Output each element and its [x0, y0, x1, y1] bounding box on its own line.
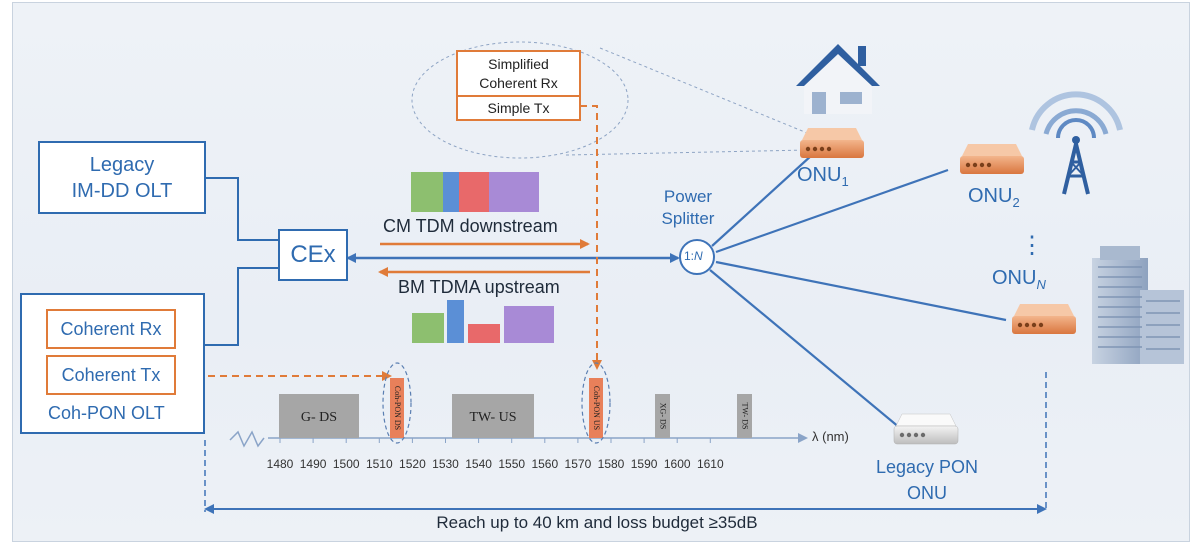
- office-building-icon: [1092, 246, 1184, 364]
- spectrum-band: [279, 394, 359, 438]
- simple-tx-wavelength-link: [580, 105, 602, 370]
- legacy-onu-line2: ONU: [907, 483, 947, 503]
- onun-device-icon: [1012, 304, 1076, 334]
- spectrum-tick-label: 1530: [432, 457, 459, 471]
- coherent-rx-label: Coherent Rx: [60, 318, 162, 339]
- spectrum-tick-label: 1520: [399, 457, 426, 471]
- spectrum-tick-label: 1480: [267, 457, 294, 471]
- callout-line-top: [599, 47, 813, 136]
- spectrum-tick-label: 1580: [598, 457, 625, 471]
- antenna-tower-icon: [1029, 91, 1123, 195]
- spectrum-tick-label: 1590: [631, 457, 658, 471]
- spectrum-tick-label: 1500: [333, 457, 360, 471]
- branch-onu2: [715, 168, 949, 254]
- simple-tx-box: Simple Tx: [456, 95, 581, 121]
- spectrum-band-label: TW- DS: [741, 403, 750, 430]
- coherent-rx-box: Coherent Rx: [46, 309, 176, 349]
- splitter-ratio-n: N: [694, 249, 703, 263]
- spectrum-axis-label: λ (nm): [812, 429, 849, 444]
- legacy-olt-line2: IM-DD OLT: [71, 179, 173, 202]
- onun-sub: N: [1036, 277, 1046, 292]
- onu1-label: ONU1: [797, 164, 849, 189]
- coherent-tx-box: Coherent Tx: [46, 355, 176, 395]
- onu-ellipsis: ⋮: [1020, 232, 1044, 259]
- spectrum-tick-label: 1490: [300, 457, 327, 471]
- onu1-sub: 1: [841, 174, 849, 189]
- coh-us-highlight: [581, 362, 611, 444]
- coh-pon-olt: Coherent Rx Coherent Tx Coh-PON OLT: [20, 293, 205, 434]
- splitter-line2: Splitter: [661, 209, 715, 228]
- branch-legacy-onu: [709, 269, 901, 429]
- spectrum-tick-label: 1600: [664, 457, 691, 471]
- onu2-label: ONU2: [968, 185, 1020, 210]
- spectrum-band: [737, 394, 752, 438]
- spectrum-band: [390, 378, 404, 438]
- upstream-label: BM TDMA upstream: [398, 277, 560, 297]
- legacy-olt-connector: [206, 177, 278, 241]
- legacy-imdd-olt: Legacy IM-DD OLT: [38, 141, 206, 214]
- onun-base: ONU: [992, 267, 1037, 289]
- cex-label: CEx: [290, 241, 336, 268]
- splitter-ratio: 1:N: [684, 249, 703, 263]
- coh-pon-olt-label: Coh-PON OLT: [48, 403, 165, 423]
- coherent-tx-label: Coherent Tx: [61, 364, 161, 385]
- simple-tx-label: Simple Tx: [487, 100, 550, 116]
- onu1-base: ONU: [797, 164, 842, 186]
- callout-line-bottom: [565, 149, 809, 156]
- spectrum-band: [655, 394, 670, 438]
- onu2-base: ONU: [968, 185, 1013, 207]
- spectrum-band: [589, 378, 603, 438]
- upstream-bursts: [412, 300, 554, 343]
- coherent-olt-connector: [185, 267, 278, 346]
- downstream-label: CM TDM downstream: [383, 216, 558, 236]
- spectrum-tick-label: 1560: [531, 457, 558, 471]
- spectrum-tick-label: 1570: [565, 457, 592, 471]
- spectrum-tick-label: 1510: [366, 457, 393, 471]
- cex-box: CEx: [278, 229, 348, 281]
- splitter-ratio-prefix: 1:: [684, 249, 695, 263]
- power-splitter: [679, 239, 715, 275]
- spectrum-bands: G- DS Coh-PON DS TW- US Coh-PON US XG- DS TW-…: [279, 378, 752, 438]
- branch-onun: [715, 260, 1007, 322]
- legacy-onu-line1: Legacy PON: [875, 457, 979, 477]
- spectrum-ticks: 1480 1490 1500 1510 1520 1530 1540 1550 1560 1570…: [267, 438, 724, 471]
- coh-ds-highlight: [382, 362, 412, 444]
- onun-label: ONUN: [992, 267, 1046, 292]
- onu2-device-icon: [960, 144, 1024, 174]
- splitter-line1: Power: [663, 187, 713, 206]
- downstream-frames: [411, 172, 539, 212]
- spectrum-band-label: TW- US: [469, 410, 516, 425]
- spectrum-band-label: XG- DS: [659, 403, 668, 429]
- simplified-coherent-rx-box: Simplified Coherent Rx: [456, 50, 581, 97]
- legacy-onu-device-icon: [893, 413, 959, 445]
- legacy-pon-onu-label: Legacy PON ONU: [866, 454, 988, 506]
- simplified-rx-line2: Coherent Rx: [479, 74, 558, 91]
- simplified-rx-line1: Simplified: [488, 55, 549, 72]
- spectrum-band-label: Coh-PON US: [592, 386, 601, 430]
- legacy-olt-line1: Legacy: [89, 153, 155, 176]
- branch-onu1: [711, 154, 813, 247]
- spectrum-band-label: G- DS: [301, 410, 337, 425]
- diagram-background: [12, 2, 1190, 542]
- power-splitter-label: Power Splitter: [648, 186, 728, 230]
- house-icon: [796, 44, 880, 114]
- spectrum-tick-label: 1550: [498, 457, 525, 471]
- reach-label: Reach up to 40 km and loss budget ≥35dB: [436, 513, 758, 532]
- spectrum-tick-label: 1610: [697, 457, 724, 471]
- onu-detail-callout: [411, 41, 629, 159]
- onu2-sub: 2: [1012, 195, 1020, 210]
- spectrum-band: [452, 394, 534, 438]
- spectrum-band-label: Coh-PON DS: [393, 386, 402, 430]
- onu1-device-icon: [800, 128, 864, 158]
- spectrum-tick-label: 1540: [465, 457, 492, 471]
